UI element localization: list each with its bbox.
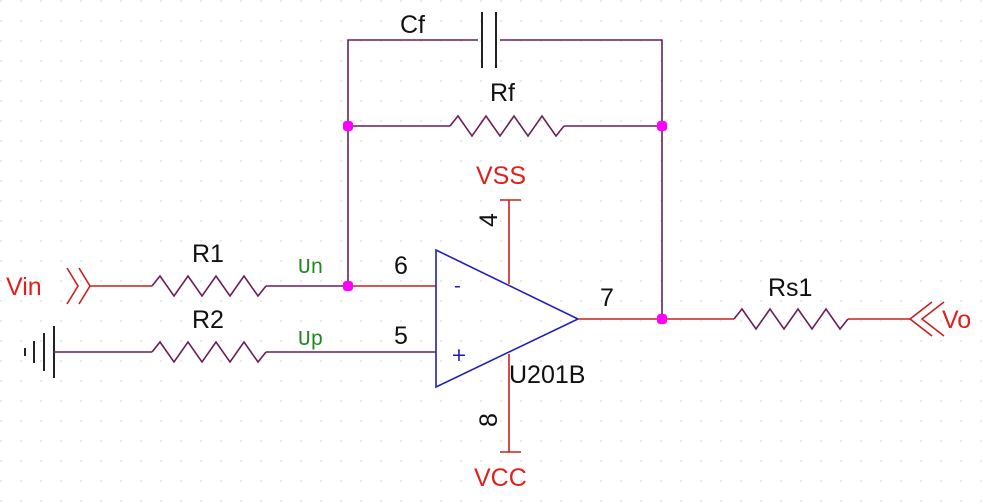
- wire-cf-right: [500, 39, 663, 126]
- vcc-label: VCC: [474, 464, 527, 492]
- junction-dot: [343, 281, 353, 291]
- r1-resistor[interactable]: [151, 274, 267, 298]
- pin5-label: 5: [394, 322, 408, 350]
- pin7-label: 7: [600, 284, 614, 312]
- vo-label: Vo: [942, 306, 971, 334]
- r1-label: R1: [192, 240, 224, 268]
- rf-resistor[interactable]: [449, 114, 565, 138]
- pin6-label: 6: [394, 252, 408, 280]
- up-net-label: Up: [298, 329, 323, 352]
- rs1-label: Rs1: [768, 274, 812, 302]
- junction-dot: [343, 121, 353, 131]
- junction-dot: [657, 121, 667, 131]
- rf-label: Rf: [490, 79, 515, 107]
- pin8-label: 8: [475, 413, 503, 427]
- un-net-label: Un: [298, 257, 323, 280]
- junction-dot: [657, 314, 667, 324]
- cf-capacitor[interactable]: [481, 12, 497, 68]
- opamp-plus-sign: +: [451, 344, 467, 366]
- vin-label: Vin: [6, 273, 42, 301]
- pin4-label: 4: [475, 213, 503, 227]
- wire-cf-left: [347, 39, 478, 126]
- opamp-body[interactable]: [435, 248, 580, 389]
- r2-label: R2: [192, 306, 224, 334]
- r2-resistor[interactable]: [151, 340, 267, 364]
- cf-label: Cf: [400, 11, 425, 39]
- opamp-minus-sign: -: [454, 275, 461, 297]
- vo-port-symbol[interactable]: [908, 301, 945, 337]
- vss-label: VSS: [476, 162, 526, 190]
- rs1-resistor[interactable]: [733, 307, 849, 331]
- opamp-ref-label: U201B: [509, 361, 585, 389]
